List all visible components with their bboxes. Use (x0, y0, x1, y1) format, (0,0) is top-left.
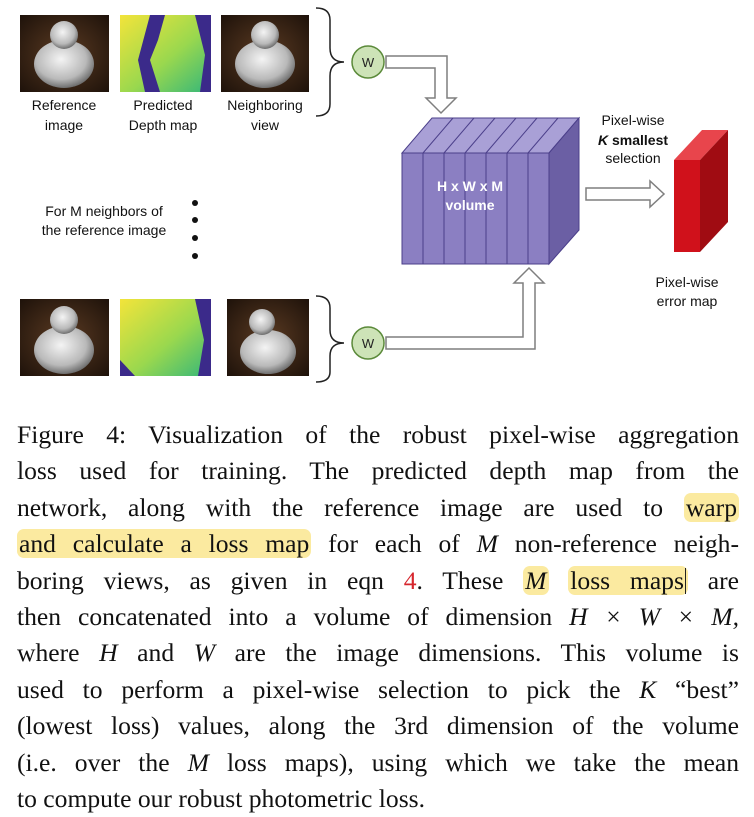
error-map-label-1: Pixel-wise (655, 274, 718, 290)
caption-text: boring views, as given in eqn (17, 565, 404, 595)
caption-line: then concatenated into a volume of dimen… (17, 599, 739, 635)
caption-line: Figure 4: Visualization of the robust pi… (17, 417, 739, 453)
neighboring-view-image-top (221, 15, 309, 92)
caption-line: used to perform a pixel-wise selection t… (17, 672, 739, 708)
highlight-loss-maps-text: loss maps (570, 565, 684, 595)
caption-text: (i.e. over the (17, 747, 188, 777)
math-m: M (187, 747, 209, 777)
math-h: H (99, 638, 118, 668)
highlight-m[interactable]: M (523, 565, 549, 595)
caption-line: and calculate a loss map for each of M n… (17, 526, 739, 562)
predicted-depth-map-bottom (120, 299, 211, 376)
caption-text: Visualization of the robust pixel-wise a… (126, 420, 739, 449)
caption-text: for each of (311, 529, 477, 559)
selection-label-2: K smallest (598, 132, 668, 148)
caption-text: loss maps), using which we take the mean (208, 747, 739, 777)
brace-top (315, 7, 345, 117)
error-map-label-2: error map (657, 293, 718, 309)
caption-text: to compute our robust photometric loss. (17, 784, 426, 814)
caption-text: non-reference neigh- (497, 529, 739, 559)
warp-circle-top (351, 45, 385, 79)
caption-line: (i.e. over the M loss maps), using which… (17, 745, 739, 781)
caption-line: loss used for training. The predicted de… (17, 453, 739, 489)
caption-text: network, along with the reference image … (17, 492, 684, 522)
caption-text: loss used for training. The predicted de… (17, 456, 739, 486)
selection-label-1: Pixel-wise (601, 112, 664, 128)
caption-prefix: Figure 4: (17, 420, 127, 449)
figure-caption: Figure 4: Visualization of the robust pi… (17, 417, 739, 817)
warp-circle-bottom (351, 326, 385, 360)
figure-diagram: Reference image Predicted Depth map Neig… (0, 0, 754, 395)
arrow-top (385, 55, 458, 115)
reference-image-bottom (20, 299, 109, 376)
caption-text: where (17, 638, 100, 668)
ellipsis-dot (192, 235, 198, 241)
selection-smallest: smallest (608, 132, 668, 148)
volume-label-1: H x W x M (437, 178, 503, 194)
ellipsis-dot (192, 253, 198, 259)
highlight-calculate-loss-map[interactable]: and calculate a loss map (17, 529, 312, 559)
reference-label-1: Reference (32, 97, 97, 113)
caption-line: network, along with the reference image … (17, 490, 739, 526)
reference-image-top (20, 15, 109, 92)
hwm-volume (400, 116, 581, 266)
text-cursor (684, 567, 686, 594)
caption-line: where H and W are the image dimensions. … (17, 635, 739, 671)
caption-text: and (117, 638, 194, 668)
arrow-selection (585, 179, 666, 209)
pixel-wise-error-map (674, 130, 728, 252)
highlight-loss-maps[interactable]: loss maps (568, 565, 688, 595)
eqn-ref-link[interactable]: 4 (403, 565, 417, 595)
volume-label-2: volume (445, 197, 494, 213)
depth-label-2: Depth map (129, 117, 198, 133)
math-w: W (193, 638, 216, 668)
caption-text: . These (416, 565, 524, 595)
math-hwm: H × W × M, (569, 602, 739, 632)
reference-label-2: image (45, 117, 83, 133)
ellipsis-dot (192, 217, 198, 223)
m-neighbors-label-1: For M neighbors of (45, 203, 163, 219)
caption-text: are the image dimensions. This volume is (215, 638, 739, 668)
neighbor-label-2: view (251, 117, 280, 133)
m-neighbors-label-2: the reference image (42, 222, 167, 238)
caption-line: (lowest loss) values, along the 3rd dime… (17, 708, 739, 744)
selection-k: K (598, 132, 609, 148)
depth-label-1: Predicted (133, 97, 192, 113)
caption-line: boring views, as given in eqn 4. These M… (17, 563, 739, 599)
math-k: K (639, 674, 657, 704)
math-m: M (476, 529, 498, 559)
neighbor-label-1: Neighboring (227, 97, 303, 113)
highlight-warp[interactable]: warp (683, 492, 739, 522)
caption-text: are (687, 565, 739, 595)
predicted-depth-map-top (120, 15, 211, 92)
neighboring-view-image-bottom (227, 299, 309, 376)
caption-line: to compute our robust photometric loss. (17, 781, 739, 817)
caption-text: then concatenated into a volume of dimen… (17, 602, 570, 632)
ellipsis-dot (192, 200, 198, 206)
caption-text: (lowest loss) values, along the 3rd dime… (17, 711, 739, 741)
caption-text: “best” (656, 674, 739, 704)
caption-text: used to perform a pixel-wise selection t… (17, 674, 640, 704)
arrow-bottom (385, 266, 546, 350)
warp-label-bottom: W (362, 336, 375, 351)
brace-bottom (315, 295, 345, 383)
selection-label-3: selection (605, 150, 660, 166)
warp-label-top: W (362, 55, 375, 70)
